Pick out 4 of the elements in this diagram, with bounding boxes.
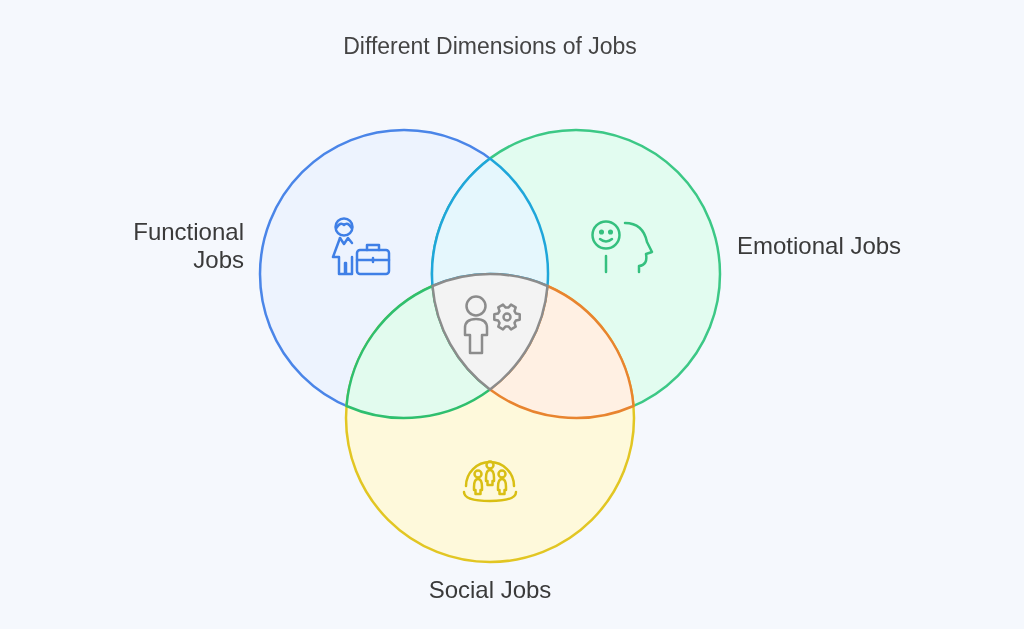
circle-label: Functional Jobs: [132, 218, 244, 274]
circle-label: Social Jobs: [427, 576, 553, 604]
diagram-title: Different Dimensions of Jobs: [342, 32, 638, 60]
circle-label: Emotional Jobs: [737, 232, 903, 260]
